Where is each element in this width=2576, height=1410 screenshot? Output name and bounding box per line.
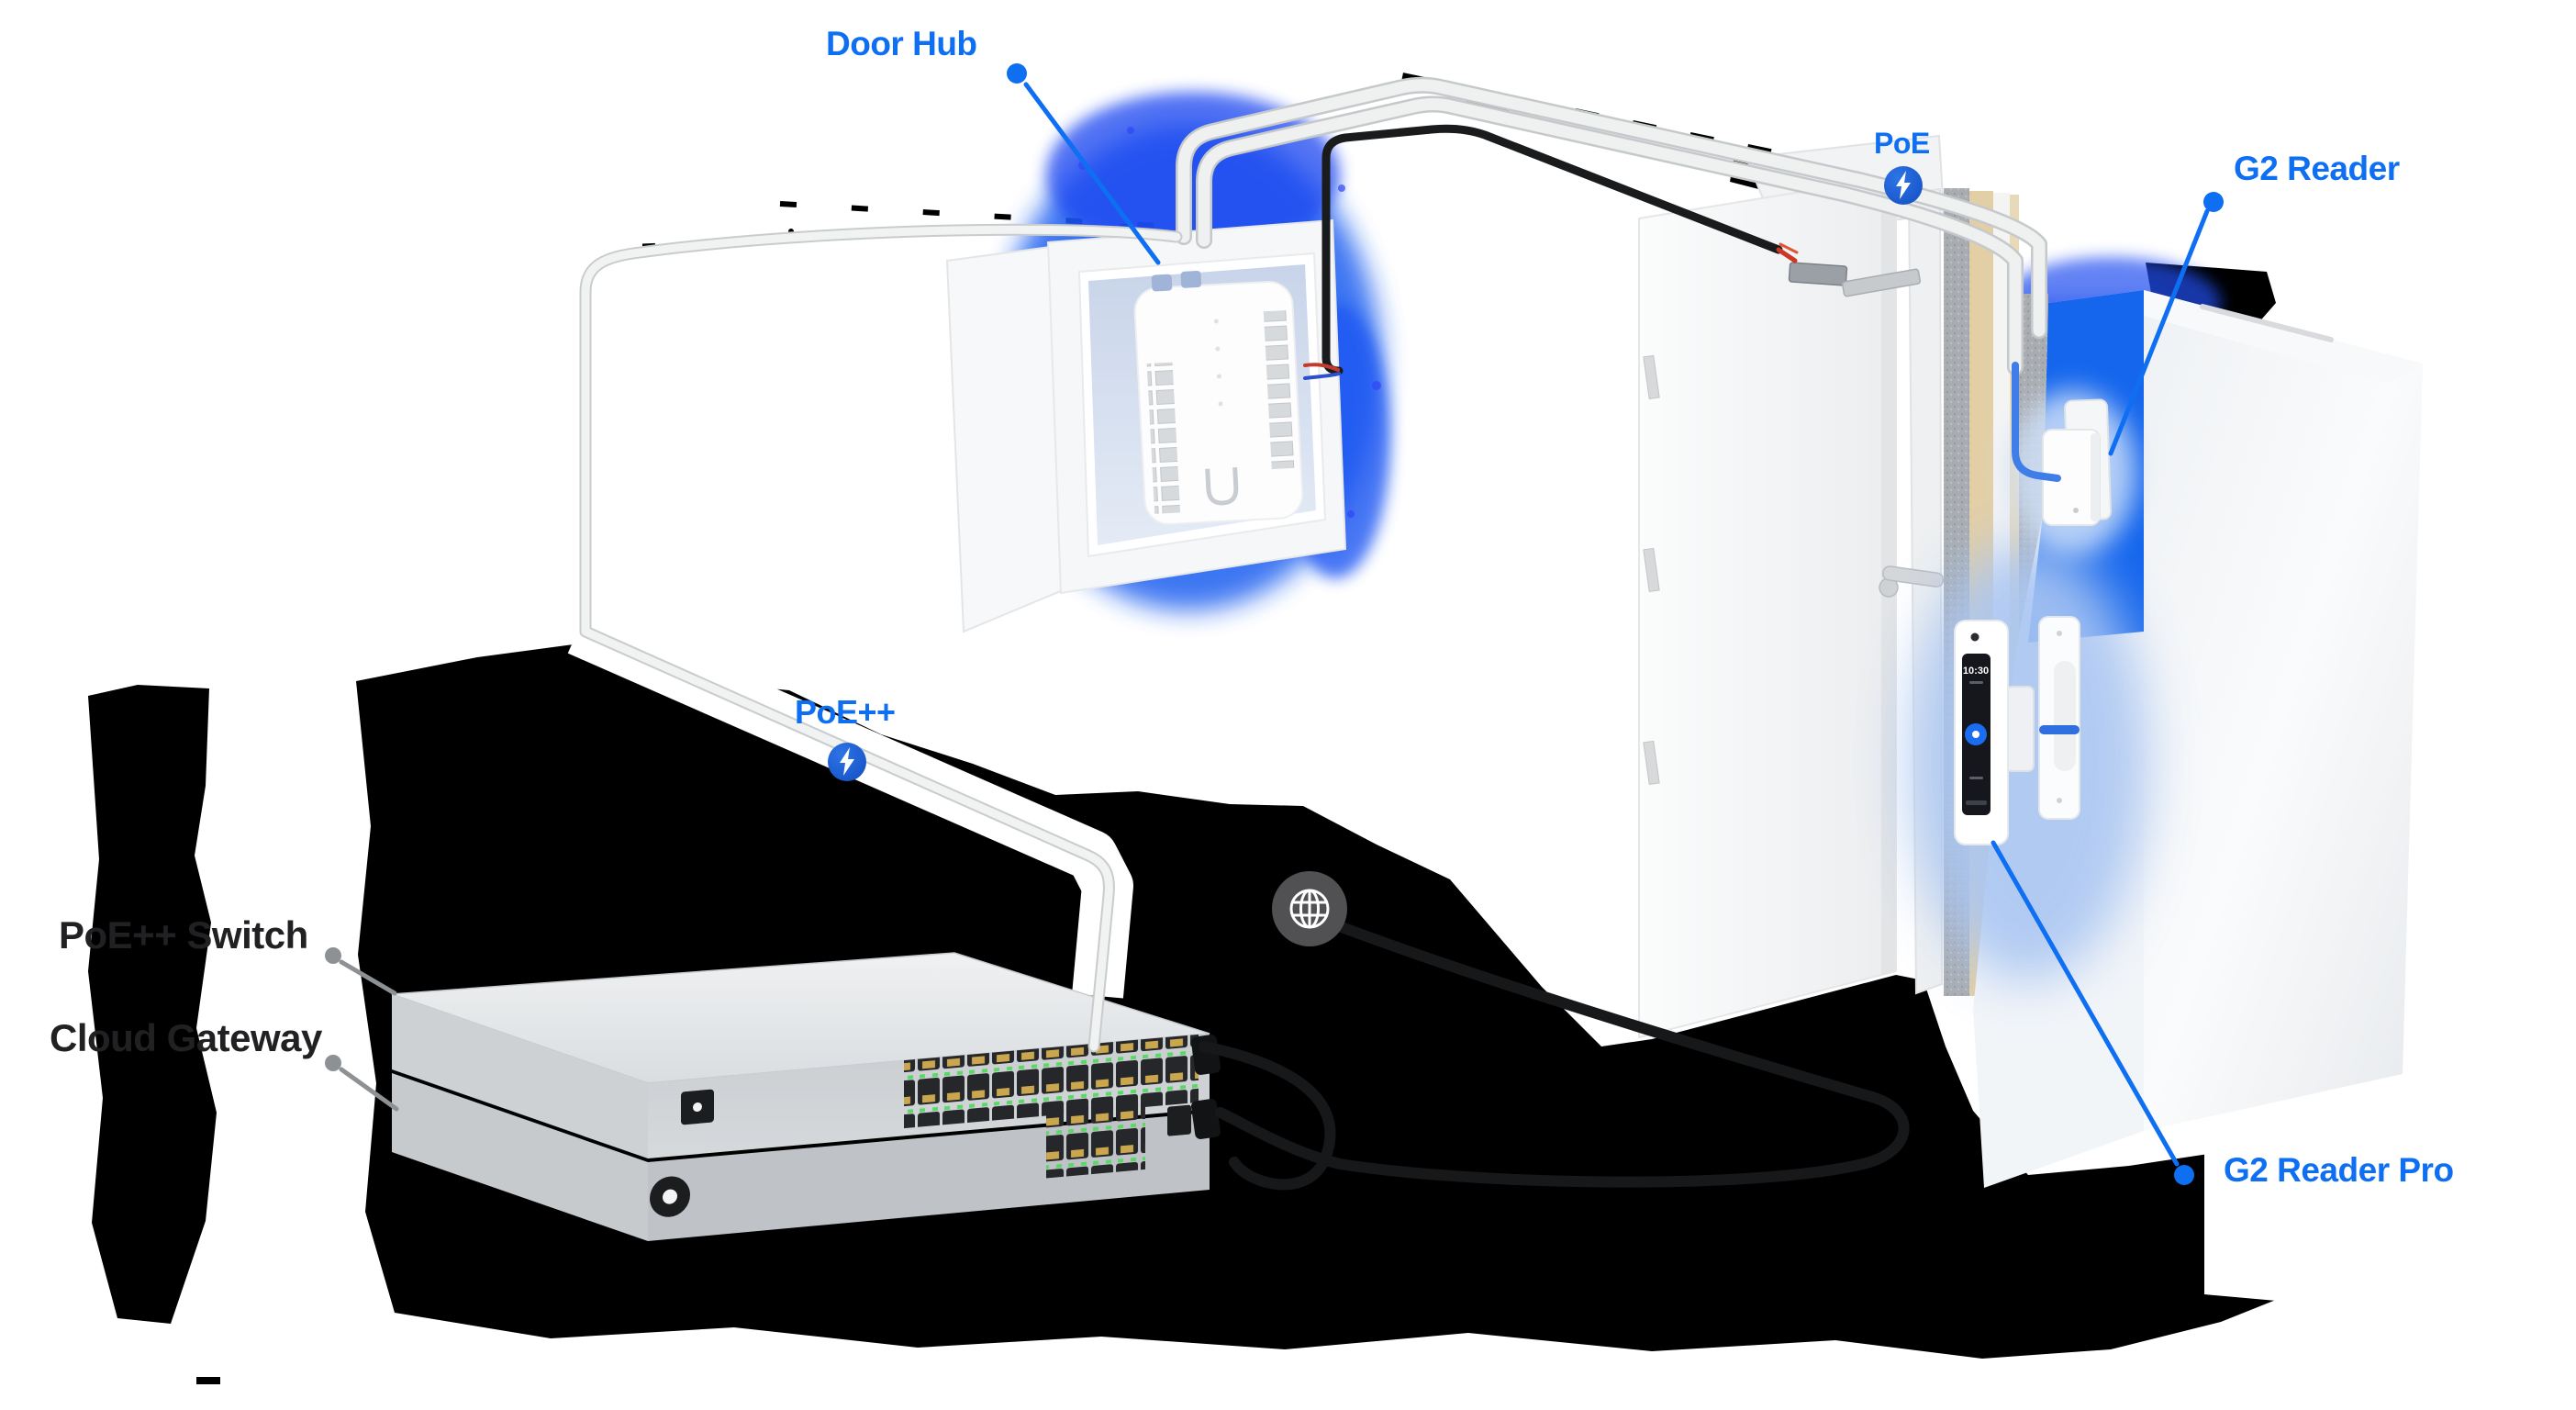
reader-pro-camera-icon — [1970, 632, 1979, 642]
switch-patch-cable — [1199, 1041, 1336, 1191]
door-assembly — [1638, 134, 1946, 1039]
globe-icon — [1272, 871, 1347, 946]
near-wall-front-face — [2144, 290, 2423, 1131]
g2-reader-device — [2042, 398, 2113, 526]
maglock-cable — [1303, 124, 1799, 380]
poe-switch-device — [391, 952, 1221, 1158]
reader-pro-screen-time: 10:30 — [1963, 666, 1989, 677]
callout-leaders — [325, 63, 2224, 1185]
gateway-cable-connector — [1190, 1099, 1221, 1139]
poe-plus-plus-badge — [828, 743, 866, 781]
cloud-gateway-dot — [325, 1055, 341, 1071]
door-hinges — [1643, 354, 1660, 786]
g2-reader-pro-label: G2 Reader Pro — [2224, 1151, 2454, 1189]
gateway-ports — [1046, 1101, 1145, 1179]
label-island — [2204, 1070, 2575, 1307]
terminal-block-left — [1146, 362, 1181, 514]
door-handle — [1879, 565, 1945, 598]
door-pull-plate — [2038, 616, 2080, 820]
poe-switch-label: PoE++ Switch — [59, 913, 308, 957]
poe-badge — [1884, 166, 1923, 205]
internet-cable — [1215, 922, 1910, 1188]
gateway-wan-port — [1167, 1104, 1191, 1136]
ubiquiti-logo-icon — [1205, 467, 1239, 506]
cloud-gateway-label: Cloud Gateway — [50, 1016, 322, 1059]
poe-switch-dot — [325, 947, 341, 964]
terminal-block-right — [1263, 309, 1298, 470]
cloud-gateway-device — [392, 1073, 1221, 1241]
g2-reader-dot — [2203, 192, 2224, 212]
g2-reader-pro-device: 10:30 — [1954, 620, 2035, 845]
conduit-pair — [1176, 76, 2047, 375]
door-hub-label: Door Hub — [826, 25, 977, 62]
blue-reader-cable — [2012, 362, 2061, 482]
door-hub-enclosure — [945, 218, 1347, 633]
door-hub-device — [1133, 271, 1304, 526]
cables — [579, 76, 2061, 1191]
poe-label: PoE — [1874, 127, 1930, 160]
door-leaf — [1638, 174, 1897, 1039]
poe-plus-plus-label: PoE++ — [795, 693, 896, 731]
poe-plus-plus-cable — [579, 223, 1183, 1053]
maglock — [1788, 262, 1922, 297]
g2-reader-label: G2 Reader — [2234, 150, 2400, 187]
g2-reader-pro-dot — [2174, 1165, 2194, 1185]
door-hub-dot — [1007, 63, 1027, 84]
near-wall-top-face — [2144, 290, 2423, 384]
